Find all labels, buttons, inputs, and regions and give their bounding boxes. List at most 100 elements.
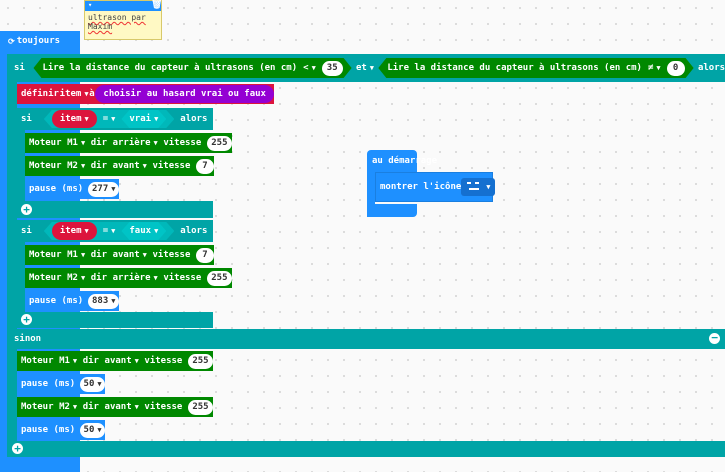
chevron-down-icon[interactable]: ▼: [84, 90, 89, 98]
speed-input[interactable]: 7: [195, 158, 214, 174]
item-var[interactable]: item▼: [52, 222, 97, 240]
if-outer-header[interactable]: si Lire la distance du capteur à ultraso…: [7, 54, 725, 82]
bool-true[interactable]: vrai▼: [121, 110, 166, 128]
var-dropdown[interactable]: item: [59, 89, 82, 99]
define-label: définir: [21, 89, 59, 99]
value-input-0[interactable]: 0: [667, 61, 685, 76]
chevron-down-icon[interactable]: ▼: [72, 357, 78, 365]
speed-input[interactable]: 255: [187, 353, 213, 369]
chevron-down-icon[interactable]: ▼: [134, 357, 139, 365]
pause-input[interactable]: 883▼: [88, 293, 119, 309]
condition-right[interactable]: Lire la distance du capteur à ultrasons …: [378, 58, 693, 78]
bool-false[interactable]: faux▼: [121, 222, 166, 240]
icon-picker[interactable]: ▼: [461, 178, 495, 196]
add-else-icon[interactable]: +: [21, 204, 32, 215]
motor-select[interactable]: M2: [59, 402, 70, 412]
chevron-down-icon[interactable]: ▼: [111, 297, 116, 305]
chevron-down-icon[interactable]: ▼: [80, 162, 86, 170]
speed-label: vitesse: [144, 356, 183, 366]
caret-down-icon[interactable]: ▾: [88, 1, 93, 9]
chevron-down-icon[interactable]: ▼: [486, 183, 491, 191]
chevron-down-icon[interactable]: ▼: [154, 227, 159, 235]
motor-select[interactable]: M2: [67, 273, 78, 283]
pause-input[interactable]: 50▼: [80, 376, 105, 392]
eq-op[interactable]: =: [102, 226, 109, 236]
add-else-icon[interactable]: +: [21, 314, 32, 325]
value-input-35[interactable]: 35: [322, 61, 343, 76]
chevron-down-icon[interactable]: ▼: [154, 115, 159, 123]
dir-select[interactable]: avant: [104, 402, 132, 412]
speed-input[interactable]: 255: [206, 270, 232, 286]
chevron-down-icon[interactable]: ▼: [153, 139, 158, 147]
chevron-down-icon[interactable]: ▼: [369, 64, 374, 72]
remove-else-icon[interactable]: −: [709, 332, 720, 344]
comment-box[interactable]: ▾ 🗑 ultrason par Maxim: [84, 0, 162, 40]
chevron-down-icon[interactable]: ▼: [84, 115, 89, 123]
on-start-block[interactable]: [367, 150, 417, 174]
pause-input[interactable]: 50▼: [80, 422, 105, 438]
chevron-down-icon[interactable]: ▼: [80, 251, 86, 259]
eq-op[interactable]: =: [102, 114, 109, 124]
if-true-header[interactable]: si item▼ =▼ vrai▼ alors: [17, 108, 213, 130]
speed-input[interactable]: 255: [206, 135, 232, 151]
chevron-down-icon[interactable]: ▼: [80, 274, 86, 282]
chevron-down-icon[interactable]: ▼: [111, 185, 116, 193]
motor-select[interactable]: M1: [67, 250, 78, 260]
chevron-down-icon[interactable]: ▼: [153, 274, 158, 282]
chevron-down-icon[interactable]: ▼: [656, 64, 661, 72]
motor-select[interactable]: M1: [59, 356, 70, 366]
chevron-down-icon[interactable]: ▼: [97, 380, 102, 388]
chevron-down-icon[interactable]: ▼: [111, 227, 116, 235]
chevron-down-icon[interactable]: ▼: [134, 403, 139, 411]
set-variable-block[interactable]: définir item▼ à choisir au hasard vrai o…: [17, 84, 274, 104]
item-var[interactable]: item▼: [52, 110, 97, 128]
else-header[interactable]: sinon: [7, 329, 725, 349]
to-label: à: [89, 89, 95, 99]
pause-label: pause (ms): [29, 296, 84, 306]
dir-select[interactable]: arrière: [112, 138, 151, 148]
random-bool-block[interactable]: choisir au hasard vrai ou faux: [95, 85, 274, 103]
op-left[interactable]: <: [303, 63, 309, 73]
pause-block-3[interactable]: pause (ms) 50▼: [17, 374, 105, 394]
speed-input[interactable]: 255: [187, 399, 213, 415]
chevron-down-icon[interactable]: ▼: [111, 115, 116, 123]
add-else-icon[interactable]: +: [12, 443, 23, 454]
pause-label: pause (ms): [29, 184, 84, 194]
chevron-down-icon[interactable]: ▼: [311, 64, 316, 72]
dir-label: dir: [90, 273, 107, 283]
condition-left[interactable]: Lire la distance du capteur à ultrasons …: [33, 58, 351, 78]
forever-header[interactable]: ⟳ toujours: [6, 33, 60, 49]
dir-select[interactable]: avant: [112, 161, 140, 171]
compare-true[interactable]: item▼ =▼ vrai▼: [44, 110, 174, 128]
and-label[interactable]: et: [355, 63, 367, 73]
dir-select[interactable]: avant: [104, 356, 132, 366]
speed-input[interactable]: 7: [195, 247, 214, 263]
dir-select[interactable]: arrière: [112, 273, 151, 283]
if-true-arm: [17, 108, 25, 218]
compare-false[interactable]: item▼ =▼ faux▼: [44, 222, 174, 240]
chevron-down-icon[interactable]: ▼: [84, 227, 89, 235]
dir-select[interactable]: avant: [112, 250, 140, 260]
pause-block-4[interactable]: pause (ms) 50▼: [17, 420, 105, 440]
chevron-down-icon[interactable]: ▼: [142, 251, 147, 259]
chevron-down-icon[interactable]: ▼: [80, 139, 86, 147]
motor-select[interactable]: M2: [67, 161, 78, 171]
trash-icon[interactable]: 🗑: [151, 0, 163, 10]
pause-input[interactable]: 277▼: [88, 181, 119, 197]
comment-text[interactable]: ultrason par Maxim: [88, 13, 146, 31]
chevron-down-icon[interactable]: ▼: [142, 162, 147, 170]
chevron-down-icon[interactable]: ▼: [72, 403, 78, 411]
op-right[interactable]: ≠: [647, 63, 654, 73]
show-icon-block[interactable]: montrer l'icône ▼: [375, 172, 495, 202]
pause-block-1[interactable]: pause (ms) 277▼: [25, 179, 119, 199]
if-false-header[interactable]: si item▼ =▼ faux▼ alors: [17, 220, 213, 242]
pause-block-2[interactable]: pause (ms) 883▼: [25, 291, 119, 311]
chevron-down-icon[interactable]: ▼: [97, 426, 102, 434]
motor-select[interactable]: M1: [67, 138, 78, 148]
